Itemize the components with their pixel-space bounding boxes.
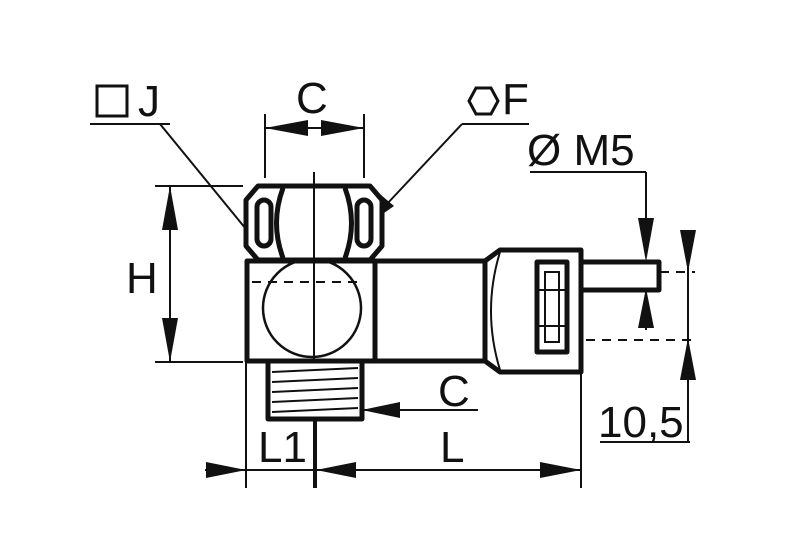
dim-c-arrow-right bbox=[321, 120, 364, 136]
label-f-group: F bbox=[374, 75, 529, 220]
dim-10-5-arrow-top bbox=[680, 230, 696, 272]
label-10-5: 10,5 bbox=[598, 398, 684, 447]
thread-line-4 bbox=[271, 397, 359, 403]
leader-f bbox=[385, 123, 463, 206]
label-c-side: C bbox=[438, 367, 470, 416]
thread-line-2 bbox=[271, 377, 359, 383]
label-f: F bbox=[502, 75, 529, 124]
banjo-bore bbox=[261, 257, 363, 359]
thread-line-1 bbox=[271, 367, 359, 373]
thread-line-5 bbox=[271, 407, 359, 413]
push-in-ring-inner bbox=[544, 271, 560, 343]
label-10-5-group: 10,5 bbox=[586, 230, 696, 447]
hex-nut-face-left bbox=[274, 187, 286, 259]
hex-nut-face-right bbox=[342, 187, 354, 259]
label-l1: L1 bbox=[258, 423, 307, 472]
thread-line-3 bbox=[271, 387, 359, 393]
label-thread-group: Ø M5 bbox=[527, 126, 654, 330]
hex-nut-slot-left bbox=[254, 197, 274, 249]
hexagon-icon bbox=[467, 86, 500, 116]
label-thread-size: Ø M5 bbox=[527, 126, 635, 175]
side-tube bbox=[372, 258, 488, 364]
leader-thread-arrow-top bbox=[638, 218, 654, 262]
dim-h-arrow-bottom bbox=[162, 318, 178, 362]
push-in-collet-curve bbox=[490, 251, 501, 371]
dim-c-arrow-left bbox=[265, 120, 308, 136]
tube-stub bbox=[578, 259, 662, 293]
banjo-body bbox=[244, 258, 378, 364]
label-h: H bbox=[126, 254, 158, 303]
square-icon bbox=[95, 84, 129, 118]
push-in-ring bbox=[534, 259, 570, 355]
dim-10-5-arrow-bottom bbox=[680, 338, 696, 380]
label-l1-l-group: L1 L bbox=[205, 360, 582, 488]
hex-nut-slot-right bbox=[354, 197, 374, 249]
fitting-body bbox=[243, 172, 662, 488]
dim-l-arrow-right bbox=[540, 462, 581, 478]
label-c-top: C bbox=[296, 74, 328, 123]
label-c-top-group: C bbox=[264, 74, 365, 178]
label-l: L bbox=[440, 423, 464, 472]
dim-l1-arrow-left bbox=[206, 462, 246, 478]
label-h-group: H bbox=[126, 185, 243, 363]
leader-c-side-arrow bbox=[362, 402, 400, 418]
dim-h-arrow-top bbox=[162, 186, 178, 230]
leader-thread-arrow-bottom bbox=[638, 288, 654, 328]
label-j: J bbox=[138, 77, 160, 126]
label-c-side-group: C bbox=[362, 367, 478, 418]
